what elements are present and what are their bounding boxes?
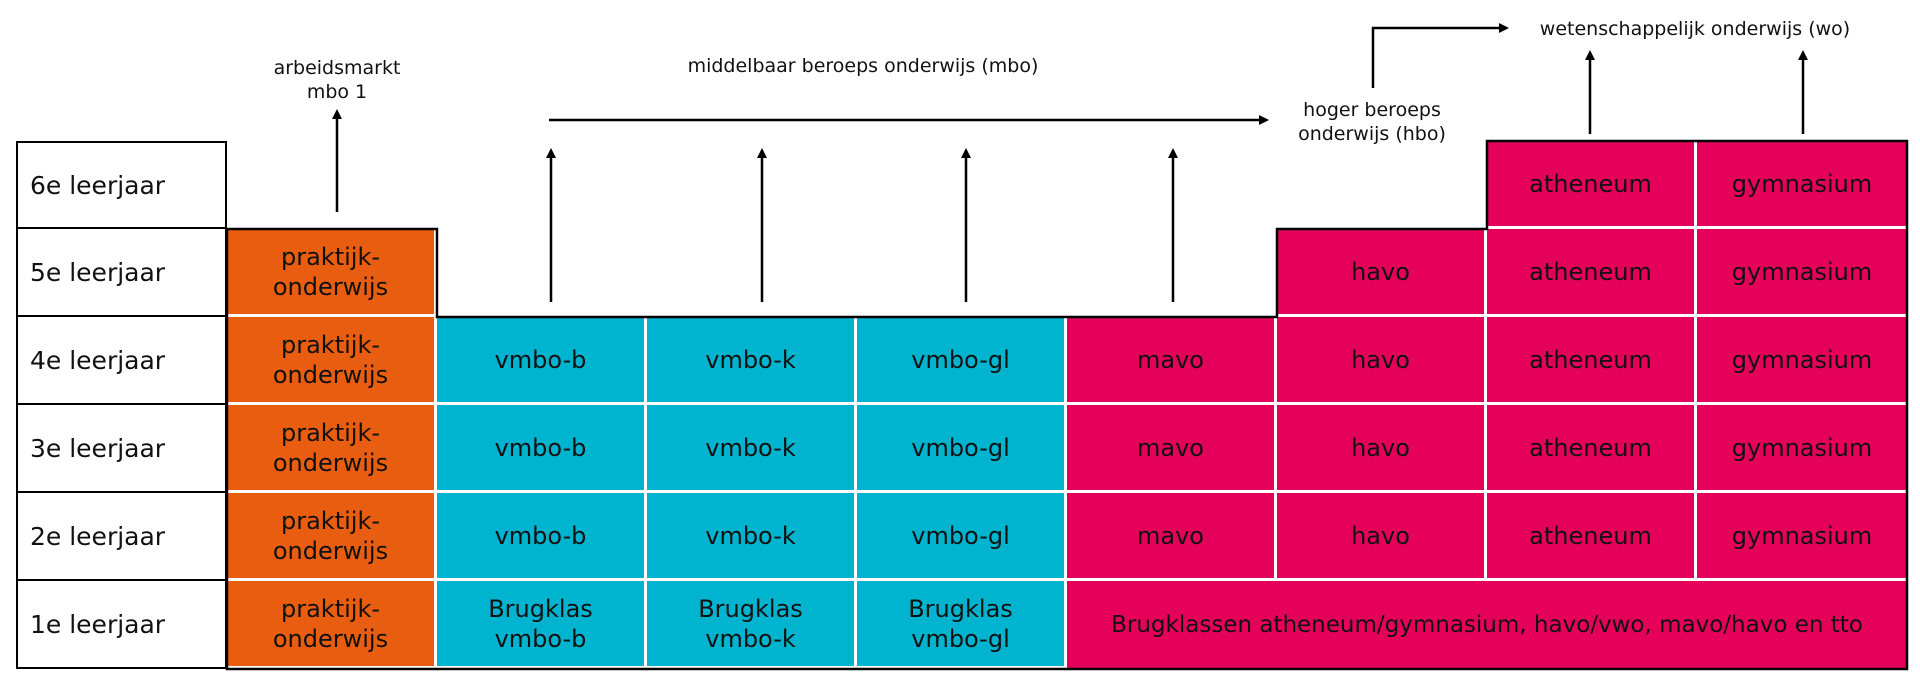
vmbo-b-cell-2: vmbo-b xyxy=(437,493,647,581)
gymnasium-cell-4: gymnasium xyxy=(1697,317,1907,405)
havo-cell-3: havo xyxy=(1277,405,1487,493)
vmbo-gl-cell-3: vmbo-gl xyxy=(857,405,1067,493)
atheneum-cell-3: atheneum xyxy=(1487,405,1697,493)
arrow-hbo-wo xyxy=(1371,23,1509,88)
atheneum-cell-4: atheneum xyxy=(1487,317,1697,405)
vmbo-k-cell-4: vmbo-k xyxy=(647,317,857,405)
gymnasium-cell-3: gymnasium xyxy=(1697,405,1907,493)
praktijk-cell-2: praktijk-onderwijs xyxy=(227,493,437,581)
vmbo-b-cell-3: vmbo-b xyxy=(437,405,647,493)
atheneum-cell-2: atheneum xyxy=(1487,493,1697,581)
gymnasium-cell-2: gymnasium xyxy=(1697,493,1907,581)
row-label-6: 6e leerjaar xyxy=(16,141,227,229)
mavo-cell-4: mavo xyxy=(1067,317,1277,405)
praktijk-cell-5: praktijk-onderwijs xyxy=(227,229,437,317)
havo-cell-4: havo xyxy=(1277,317,1487,405)
praktijk-cell-1: praktijk-onderwijs xyxy=(227,581,437,669)
row-label-1: 1e leerjaar xyxy=(16,581,227,669)
mavo-cell-3: mavo xyxy=(1067,405,1277,493)
vmbo-k-cell-3: vmbo-k xyxy=(647,405,857,493)
staircase-outline xyxy=(225,139,1909,671)
praktijk-cell-4: praktijk-onderwijs xyxy=(227,317,437,405)
brugklassen-wide-cell: Brugklassen atheneum/gymnasium, havo/vwo… xyxy=(1067,581,1907,669)
havo-cell-5: havo xyxy=(1277,229,1487,317)
atheneum-cell-5: atheneum xyxy=(1487,229,1697,317)
vmbo-b-cell-4: vmbo-b xyxy=(437,317,647,405)
row-label-5: 5e leerjaar xyxy=(16,229,227,317)
label-mbo: middelbaar beroeps onderwijs (mbo) xyxy=(687,55,1039,77)
gymnasium-cell-6: gymnasium xyxy=(1697,141,1907,229)
vmbo-gl-cell-4: vmbo-gl xyxy=(857,317,1067,405)
vmbo-k-cell-2: vmbo-k xyxy=(647,493,857,581)
havo-cell-2: havo xyxy=(1277,493,1487,581)
praktijk-cell-3: praktijk-onderwijs xyxy=(227,405,437,493)
mavo-cell-2: mavo xyxy=(1067,493,1277,581)
atheneum-cell-6: atheneum xyxy=(1487,141,1697,229)
gymnasium-cell-5: gymnasium xyxy=(1697,229,1907,317)
row-label-2: 2e leerjaar xyxy=(16,493,227,581)
label-wo: wetenschappelijk onderwijs (wo) xyxy=(1539,18,1851,40)
vmbo-gl-cell-2: vmbo-gl xyxy=(857,493,1067,581)
